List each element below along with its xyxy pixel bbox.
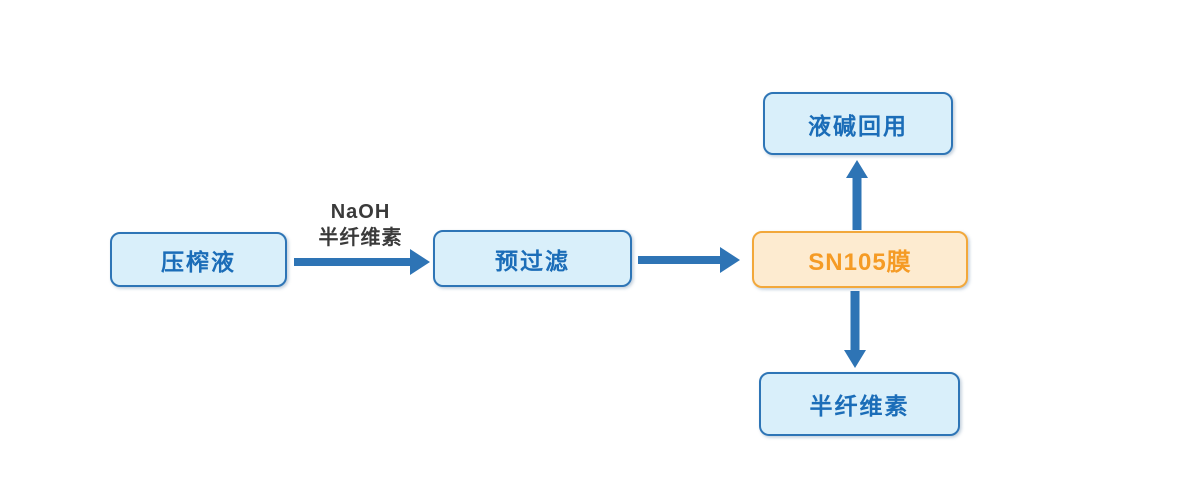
node-alkali-reuse-label: 液碱回用	[808, 112, 908, 139]
edge-label-line1: NaOH	[330, 201, 391, 223]
edge-label-line2: 半纤维素	[318, 227, 403, 249]
node-press-liquid: 压榨液	[110, 232, 287, 287]
arrow-sn105-to-hemicellulose-icon	[844, 291, 866, 368]
node-hemicellulose: 半纤维素	[759, 372, 960, 436]
node-prefilter: 预过滤	[433, 230, 632, 287]
node-alkali-reuse: 液碱回用	[763, 92, 953, 155]
arrow-press-to-prefilter-icon	[294, 249, 430, 275]
arrow-sn105-to-alkali-reuse-icon	[846, 160, 868, 230]
node-press-liquid-label: 压榨液	[161, 248, 236, 275]
arrow-prefilter-to-sn105-icon	[638, 247, 740, 273]
node-hemicellulose-label: 半纤维素	[809, 393, 910, 419]
node-sn105-membrane-label: SN105膜	[808, 249, 912, 276]
node-sn105-membrane: SN105膜	[752, 231, 968, 288]
edge-label-naoh-hemicellulose: NaOH 半纤维素	[288, 199, 433, 251]
node-prefilter-label: 预过滤	[495, 247, 570, 274]
